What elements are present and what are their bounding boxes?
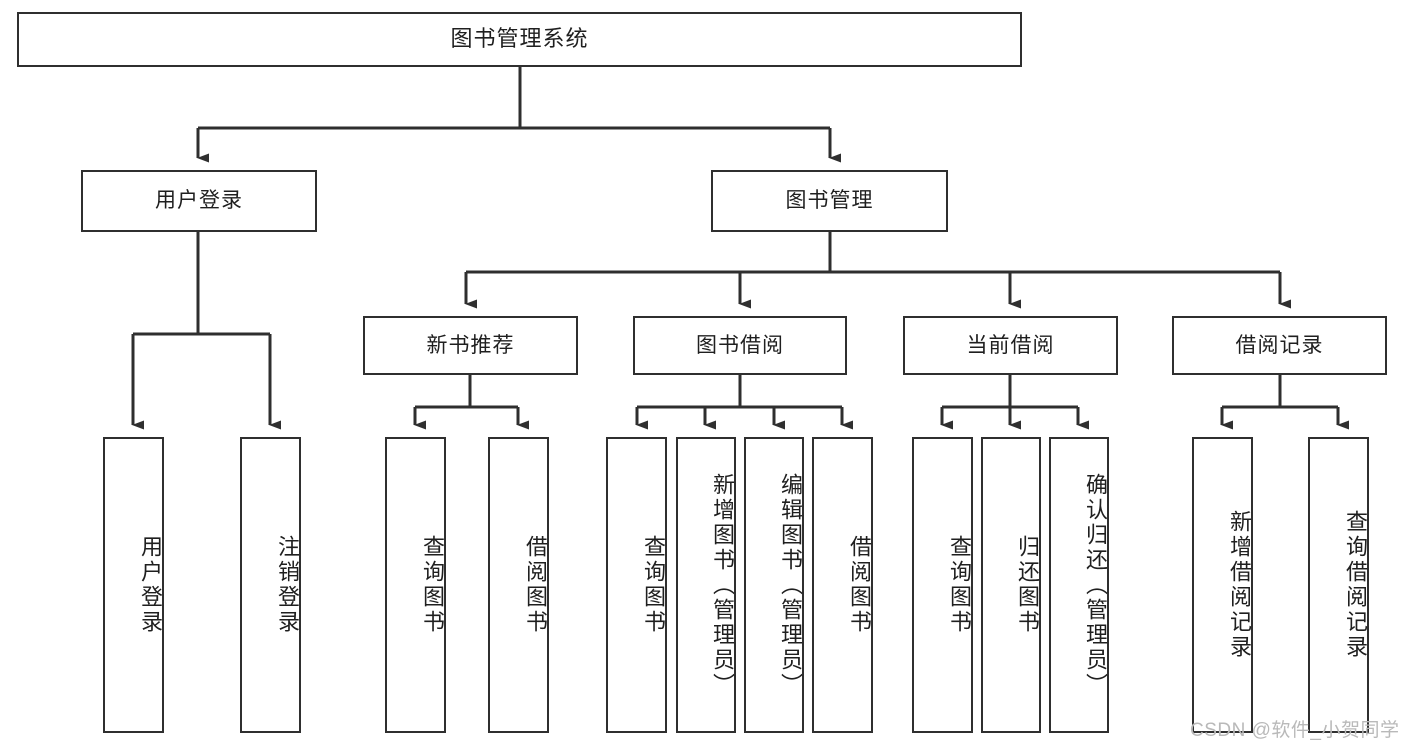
node-label: 新增图书（管理员） — [710, 472, 735, 698]
node-label: 图书借阅 — [696, 333, 784, 357]
leaf-book-borrow-edit[interactable]: 编辑图书（管理员） — [744, 437, 804, 733]
node-user-login[interactable]: 用户登录 — [81, 170, 317, 232]
node-label: 注销登录 — [275, 535, 300, 635]
csdn-watermark: CSDN @软件_小贺同学 — [1190, 720, 1400, 741]
node-label: 图书管理 — [785, 189, 874, 213]
leaf-current-borrow-query[interactable]: 查询图书 — [912, 437, 973, 733]
node-borrow-record[interactable]: 借阅记录 — [1172, 316, 1387, 375]
node-label: 用户登录 — [155, 189, 243, 213]
node-label: 当前借阅 — [966, 333, 1055, 357]
node-label: 确认归还（管理员） — [1083, 472, 1108, 698]
node-label: 图书管理系统 — [450, 26, 589, 52]
leaf-user-login-logout[interactable]: 注销登录 — [240, 437, 301, 733]
node-label: 查询借阅记录 — [1343, 510, 1368, 660]
node-book-management[interactable]: 图书管理 — [711, 170, 948, 232]
node-label: 编辑图书（管理员） — [778, 472, 803, 698]
node-current-borrow[interactable]: 当前借阅 — [903, 316, 1118, 375]
leaf-book-borrow-query[interactable]: 查询图书 — [606, 437, 667, 733]
node-label: 查询图书 — [947, 535, 972, 635]
node-label: 借阅图书 — [847, 535, 872, 635]
node-label: 查询图书 — [641, 535, 666, 635]
node-label: 借阅图书 — [523, 535, 548, 635]
node-label: 新增借阅记录 — [1227, 510, 1252, 660]
node-label: 查询图书 — [420, 535, 445, 635]
leaf-current-borrow-confirm-return[interactable]: 确认归还（管理员） — [1049, 437, 1109, 733]
node-label: 新书推荐 — [426, 333, 515, 357]
leaf-new-book-borrow[interactable]: 借阅图书 — [488, 437, 549, 733]
leaf-borrow-record-query[interactable]: 查询借阅记录 — [1308, 437, 1369, 733]
node-label: 用户登录 — [138, 535, 163, 635]
leaf-borrow-record-add[interactable]: 新增借阅记录 — [1192, 437, 1253, 733]
leaf-book-borrow-borrow[interactable]: 借阅图书 — [812, 437, 873, 733]
node-label: 借阅记录 — [1235, 333, 1324, 357]
node-label: 归还图书 — [1015, 535, 1040, 635]
node-root-system[interactable]: 图书管理系统 — [17, 12, 1022, 67]
node-new-book-recommend[interactable]: 新书推荐 — [363, 316, 578, 375]
leaf-current-borrow-return[interactable]: 归还图书 — [981, 437, 1041, 733]
leaf-user-login-login[interactable]: 用户登录 — [103, 437, 164, 733]
leaf-new-book-query[interactable]: 查询图书 — [385, 437, 446, 733]
node-book-borrow[interactable]: 图书借阅 — [633, 316, 847, 375]
leaf-book-borrow-add[interactable]: 新增图书（管理员） — [676, 437, 736, 733]
